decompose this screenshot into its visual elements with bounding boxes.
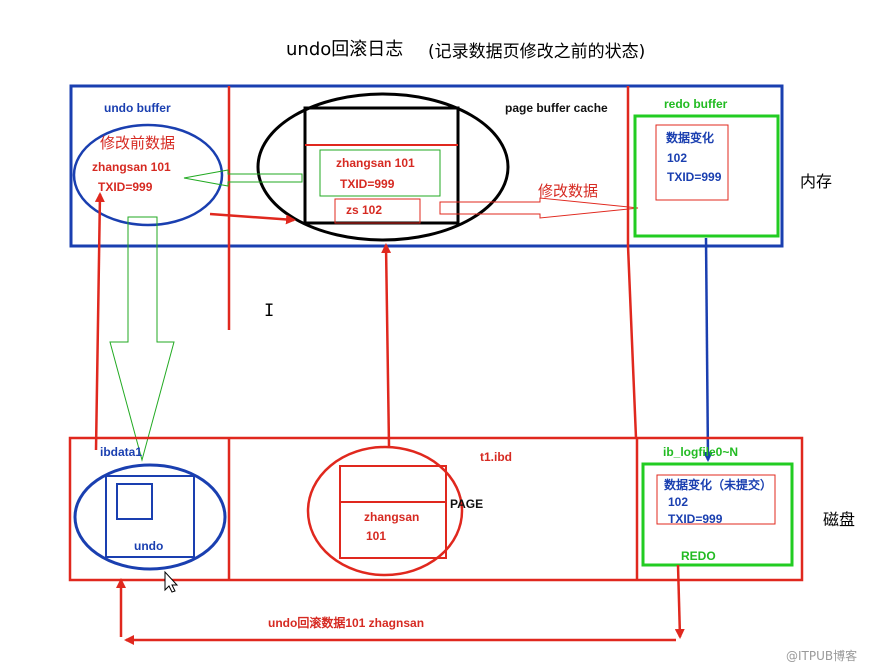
undo-buffer-caption: 修改前数据 (100, 134, 175, 152)
t1ibd-page (339, 465, 447, 559)
copy-to-undo-arrow (183, 169, 303, 187)
memory-side-label: 内存 (800, 172, 832, 191)
diagram-title: undo回滚日志 (286, 39, 403, 60)
ibdata1-ellipse (73, 463, 227, 571)
page-buffer-cache-label: page buffer cache (505, 101, 608, 115)
redo-buffer-label: redo buffer (664, 97, 728, 111)
ib-logfile-label: ib_logfile0~N (663, 445, 738, 459)
ib-logfile-record (656, 474, 776, 525)
t1ibd-name: zhangsan (364, 510, 419, 524)
divider-right-mid (626, 245, 638, 439)
page-row-new (334, 198, 421, 224)
ibdata1-page (105, 475, 195, 558)
page-row-txid: TXID=999 (340, 177, 395, 191)
ib-logfile-line3: TXID=999 (668, 512, 723, 526)
rollback-label: undo回滚数据101 zhagnsan (268, 615, 424, 630)
ib-logfile-box (641, 462, 794, 567)
diagram-subtitle: (记录数据页修改之前的状态) (428, 42, 645, 62)
text-cursor: I (264, 301, 274, 321)
redo-buffer-record (655, 124, 729, 201)
ib-logfile-line1: 数据变化（未提交） (664, 477, 772, 492)
page-row-new-text: zs 102 (346, 203, 382, 217)
modify-data-label: 修改数据 (538, 182, 598, 200)
disk-frame (68, 436, 804, 582)
undo-flush-arrow (109, 216, 175, 462)
mouse-pointer-icon (164, 570, 179, 593)
ibdata1-label: ibdata1 (100, 445, 142, 459)
t1ibd-value: 101 (366, 529, 386, 543)
page-row-old (319, 149, 441, 197)
redo-buffer-line2: 102 (667, 151, 687, 165)
watermark: @ITPUB博客 (786, 648, 857, 663)
memory-frame (69, 84, 784, 248)
ib-logfile-redo: REDO (681, 549, 716, 563)
undo-buffer-ellipse (72, 123, 224, 227)
page-load-arrow (381, 243, 392, 447)
undo-buffer-record: zhangsan 101 (92, 160, 171, 174)
ibdata1-undo-segment (116, 483, 153, 520)
redo-buffer-box (633, 114, 780, 238)
undo-buffer-txid: TXID=999 (98, 180, 153, 194)
redo-flush-arrow (702, 237, 713, 462)
t1ibd-label: t1.ibd (480, 450, 512, 464)
ib-logfile-line2: 102 (668, 495, 688, 509)
disk-side-label: 磁盘 (823, 510, 855, 529)
ibdata1-undo-label: undo (134, 539, 163, 553)
page-buffer-ellipse (256, 92, 510, 242)
t1ibd-page-label: PAGE (450, 497, 483, 511)
undo-buffer-label: undo buffer (104, 101, 171, 115)
undo-load-arrow (94, 192, 105, 451)
page-row-name: zhangsan 101 (336, 156, 415, 170)
undo-to-page-arrow (209, 212, 296, 225)
modify-data-arrow (439, 197, 639, 219)
rollback-down-arrow (674, 564, 685, 639)
t1ibd-ellipse (306, 445, 464, 577)
redo-buffer-line3: TXID=999 (667, 170, 722, 184)
redo-buffer-line1: 数据变化 (666, 130, 714, 145)
